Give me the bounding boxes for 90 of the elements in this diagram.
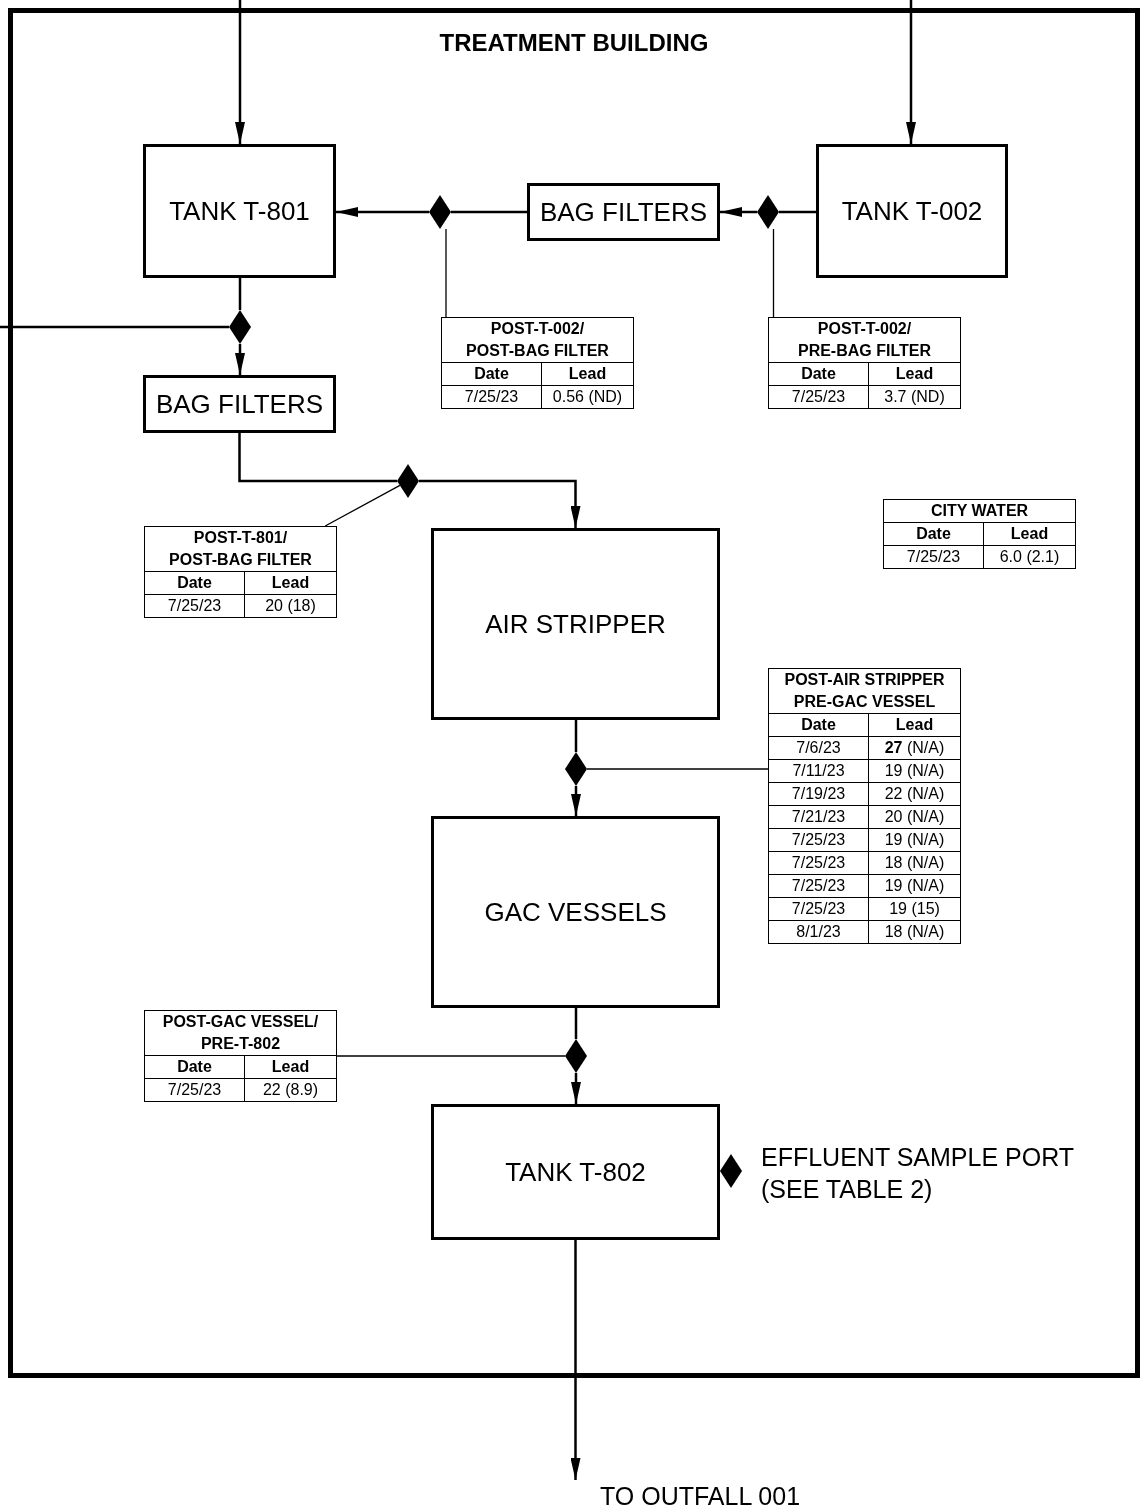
flow-arrow (571, 1073, 581, 1104)
table-title: POST-T-801/ POST-BAG FILTER (144, 526, 337, 572)
sample-table (768, 317, 961, 409)
column-header: Date (144, 1055, 245, 1079)
stripper-box: AIR STRIPPER (431, 528, 720, 720)
tank-box: TANK T-802 (431, 1104, 720, 1240)
leader-line (445, 228, 447, 318)
table-cell: 6.0 (2.1) (983, 545, 1076, 569)
leader-line (772, 228, 775, 318)
pipe-line (238, 433, 397, 483)
table-cell: 19 (N/A) (868, 828, 961, 852)
table-cell: 19 (15) (868, 897, 961, 921)
table-title: POST-T-002/ PRE-BAG FILTER (768, 317, 961, 363)
table-cell: 7/25/23 (768, 828, 869, 852)
sample-port-diamond (565, 1039, 587, 1073)
table-cell: 7/25/23 (441, 385, 542, 409)
table-cell: 7/25/23 (768, 385, 869, 409)
column-header: Date (441, 362, 542, 386)
sample-table (144, 1010, 337, 1102)
sample-port-diamond (429, 195, 451, 229)
port-label: EFFLUENT SAMPLE PORT (SEE TABLE 2) (761, 1142, 1075, 1205)
table-cell: 0.56 (ND) (541, 385, 634, 409)
column-header: Lead (244, 1055, 337, 1079)
table-cell: 7/11/23 (768, 759, 869, 783)
leader-line (336, 1055, 566, 1057)
table-cell: 19 (N/A) (868, 874, 961, 898)
table-cell: 7/21/23 (768, 805, 869, 829)
flow-arrow (570, 1240, 581, 1480)
table-cell: 7/25/23 (144, 594, 245, 618)
table-cell: 22 (8.9) (244, 1078, 337, 1102)
pipe-line (0, 325, 229, 329)
table-cell: 18 (N/A) (868, 851, 961, 875)
flow-arrow (235, 344, 245, 375)
sample-table (883, 499, 1076, 569)
table-cell: 7/6/23 (768, 736, 869, 760)
table-title: CITY WATER (883, 499, 1076, 523)
pipe-line (574, 720, 578, 752)
column-header: Lead (868, 713, 961, 737)
table-cell: 8/1/23 (768, 920, 869, 944)
sample-port-diamond (757, 195, 779, 229)
pipe-line (779, 210, 816, 214)
building-title: TREATMENT BUILDING (438, 29, 710, 57)
sample-port-diamond (397, 464, 419, 498)
pipe-line (238, 278, 242, 310)
table-cell: 7/25/23 (144, 1078, 245, 1102)
flow-arrow (419, 479, 581, 528)
table-cell: 7/25/23 (768, 874, 869, 898)
flow-arrow (571, 786, 581, 816)
table-cell: 7/25/23 (883, 545, 984, 569)
leader-line (324, 484, 401, 527)
table-cell: 18 (N/A) (868, 920, 961, 944)
table-cell: 19 (N/A) (868, 759, 961, 783)
sample-table (144, 526, 337, 618)
sample-table (441, 317, 634, 409)
vessel-box: GAC VESSELS (431, 816, 720, 1008)
destination-label: TO OUTFALL 001 (568, 1480, 828, 1509)
filter-box: BAG FILTERS (527, 183, 720, 241)
pipe-line (574, 1008, 578, 1039)
table-cell: 20 (18) (244, 594, 337, 618)
table-title: POST-GAC VESSEL/ PRE-T-802 (144, 1010, 337, 1056)
table-cell: 22 (N/A) (868, 782, 961, 806)
table-title: POST-AIR STRIPPER PRE-GAC VESSEL (768, 668, 961, 714)
sample-table (768, 668, 961, 944)
table-cell: 7/25/23 (768, 851, 869, 875)
sample-port-diamond (565, 752, 587, 786)
flow-arrow (906, 0, 916, 144)
column-header: Lead (868, 362, 961, 386)
column-header: Date (883, 522, 984, 546)
flow-arrow (235, 0, 245, 144)
tank-box: TANK T-801 (143, 144, 336, 278)
table-cell: 7/25/23 (768, 897, 869, 921)
filter-box: BAG FILTERS (143, 375, 336, 433)
column-header: Lead (541, 362, 634, 386)
flow-arrow (336, 207, 429, 217)
table-cell: 20 (N/A) (868, 805, 961, 829)
column-header: Lead (983, 522, 1076, 546)
table-cell: 27 (N/A) (868, 736, 961, 760)
flow-arrow (720, 207, 757, 217)
leader-line (586, 768, 769, 770)
table-title: POST-T-002/ POST-BAG FILTER (441, 317, 634, 363)
column-header: Lead (244, 571, 337, 595)
column-header: Date (768, 362, 869, 386)
pipe-line (451, 210, 527, 214)
building-outline (8, 8, 1140, 1378)
column-header: Date (768, 713, 869, 737)
table-cell: 3.7 (ND) (868, 385, 961, 409)
tank-box: TANK T-002 (816, 144, 1008, 278)
column-header: Date (144, 571, 245, 595)
table-cell: 7/19/23 (768, 782, 869, 806)
sample-port-diamond (229, 310, 251, 344)
